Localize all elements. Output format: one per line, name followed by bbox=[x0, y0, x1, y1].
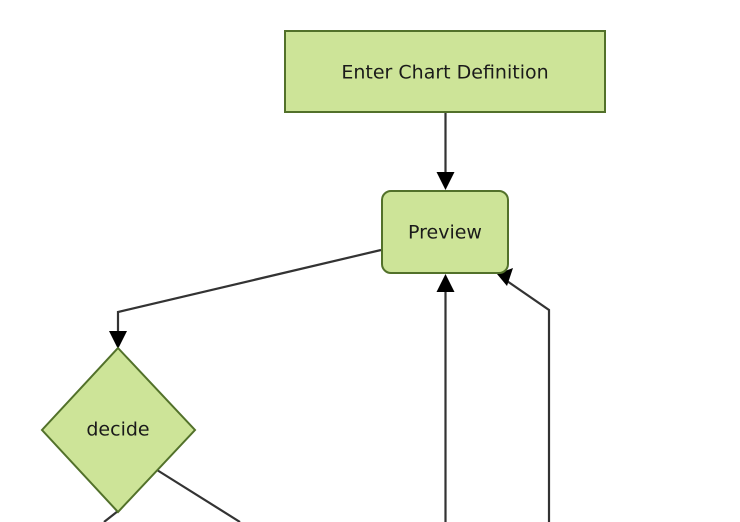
edge-preview-to-decide-line bbox=[116, 248, 382, 338]
edge-bottom-to-preview[interactable] bbox=[436, 274, 455, 522]
node-preview-shape bbox=[381, 190, 509, 274]
edge-enter-to-preview-arrowhead bbox=[436, 172, 455, 190]
edge-decide-to-offscreen-right[interactable] bbox=[156, 469, 241, 522]
nodes-layer: Enter Chart Definition Preview decide bbox=[40, 30, 606, 514]
edge-bottom-to-preview-arrowhead bbox=[436, 274, 455, 292]
node-enter-chart-definition-shape bbox=[284, 30, 606, 113]
node-preview-label: Preview bbox=[408, 222, 482, 244]
edge-bottom-right-to-preview[interactable] bbox=[497, 268, 551, 522]
edge-enter-to-preview[interactable] bbox=[436, 113, 455, 190]
node-enter-chart-definition[interactable]: Enter Chart Definition bbox=[284, 30, 606, 113]
edge-decide-to-offscreen-left[interactable] bbox=[103, 510, 119, 522]
node-preview[interactable]: Preview bbox=[381, 190, 509, 274]
edge-preview-to-decide-arrowhead bbox=[109, 331, 127, 349]
edge-decide-to-offscreen-left-line bbox=[103, 510, 119, 522]
edge-bottom-right-to-preview-line bbox=[506, 280, 551, 522]
node-enter-chart-definition-label: Enter Chart Definition bbox=[341, 62, 548, 84]
node-decide-shape bbox=[40, 346, 197, 514]
edges-layer bbox=[103, 113, 551, 522]
edge-decide-to-offscreen-right-line bbox=[156, 469, 241, 522]
node-decide[interactable]: decide bbox=[40, 346, 197, 514]
edge-preview-to-decide[interactable] bbox=[109, 248, 382, 349]
node-decide-label: decide bbox=[86, 419, 149, 441]
